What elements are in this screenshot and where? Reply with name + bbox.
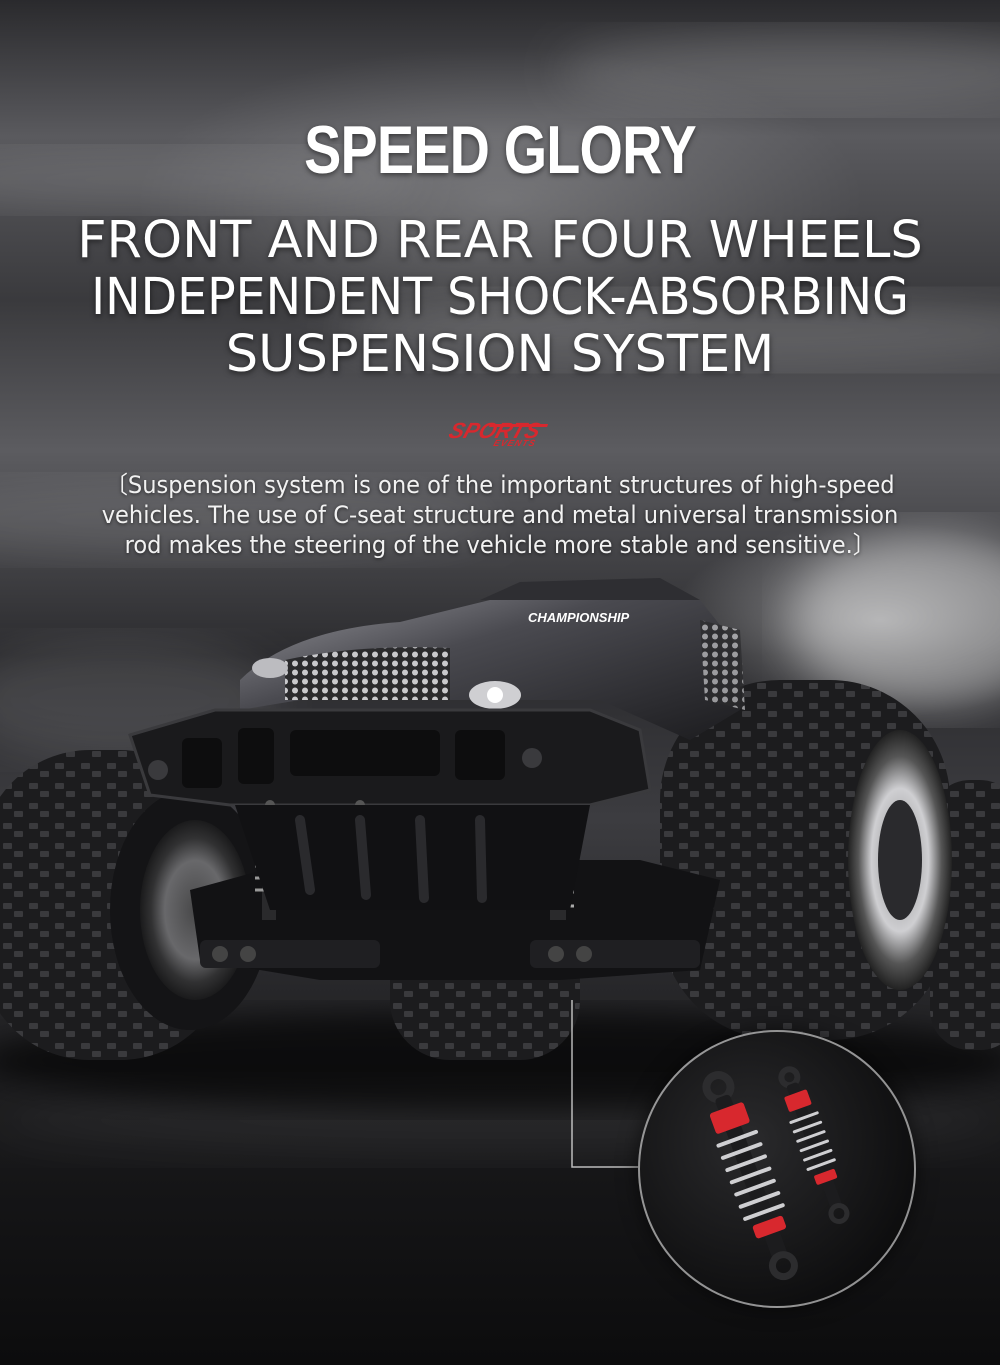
description-line-3: rod makes the steering of the vehicle mo… bbox=[124, 531, 876, 559]
logo-main-text: SPORTS bbox=[446, 419, 544, 443]
headline-line-2: INDEPENDENT SHOCK-ABSORBING bbox=[91, 268, 909, 327]
headline-line-3: SUSPENSION SYSTEM bbox=[225, 325, 775, 384]
front-bumper bbox=[128, 708, 652, 810]
rc-truck-image: CHAMPIONSHIP bbox=[0, 578, 1000, 1110]
headline-line-1: FRONT AND REAR FOUR WHEELS bbox=[77, 211, 923, 270]
truck-body: CHAMPIONSHIP bbox=[240, 578, 745, 740]
logo-sub-text: EVENTS bbox=[492, 438, 537, 448]
shock-absorber-closeup bbox=[638, 1030, 916, 1308]
shock-absorber-image bbox=[702, 1066, 850, 1281]
description-line-2: vehicles. The use of C-seat structure an… bbox=[101, 501, 899, 529]
feature-description: 〔Suspension system is one of the importa… bbox=[0, 470, 1000, 560]
feature-headline: FRONT AND REAR FOUR WHEELS INDEPENDENT S… bbox=[0, 212, 1000, 383]
callout-connector bbox=[571, 1000, 640, 1168]
description-line-1: 〔Suspension system is one of the importa… bbox=[105, 471, 895, 499]
page-title: SPEED GLORY bbox=[304, 112, 697, 188]
sports-events-logo: SPORTS EVENTS bbox=[446, 419, 549, 448]
front-right-wheel bbox=[660, 680, 952, 1040]
body-decal: CHAMPIONSHIP bbox=[528, 610, 629, 625]
